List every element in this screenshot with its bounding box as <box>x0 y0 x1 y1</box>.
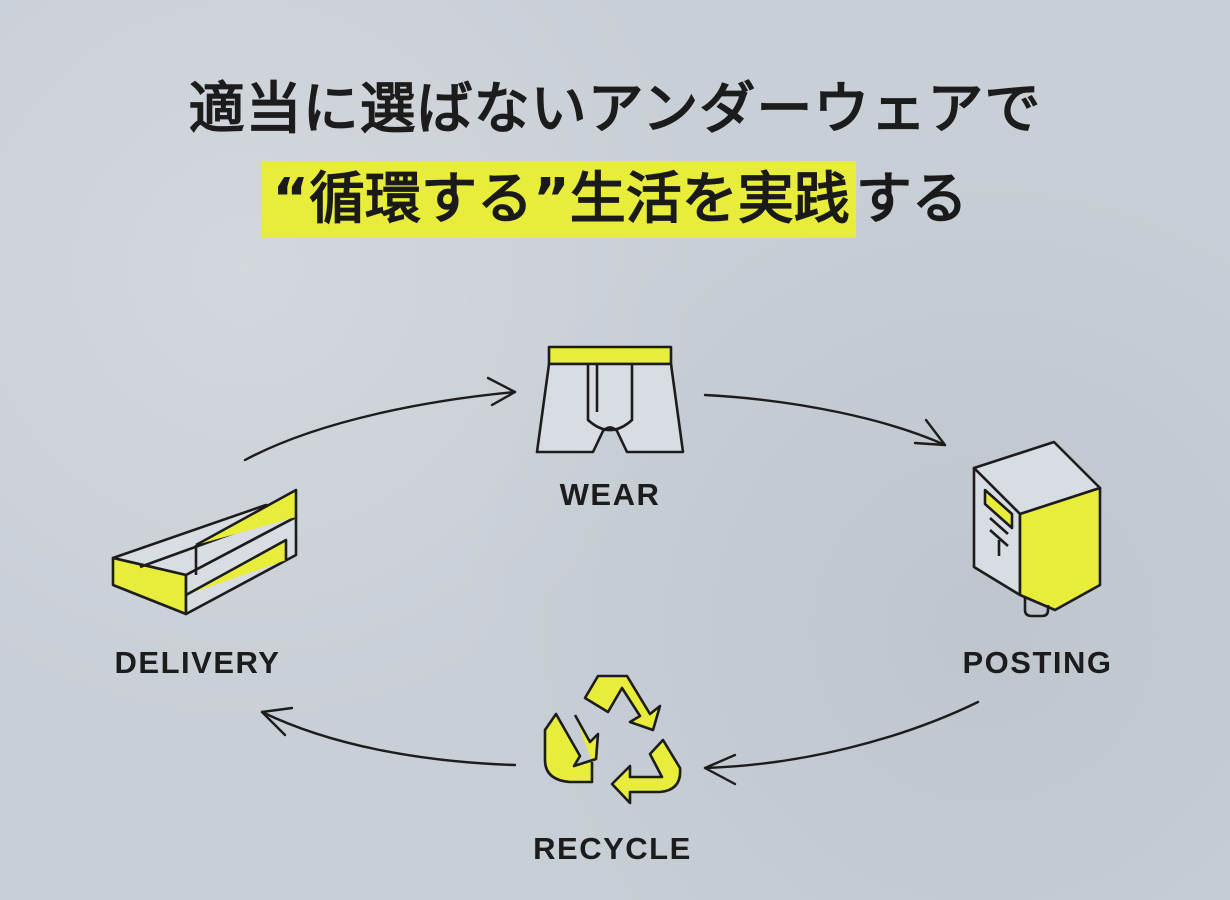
delivery-box-icon <box>111 488 298 616</box>
recycle-icon <box>543 674 682 805</box>
headline-highlight: “循環する”生活を実践 <box>262 161 856 238</box>
label-posting: POSTING <box>962 645 1113 680</box>
headline-line-2: “循環する”生活を実践する <box>0 161 1230 238</box>
arrow-delivery-to-wear-head <box>486 376 517 407</box>
arrow-wear-to-posting <box>703 393 947 447</box>
arrow-recycle-to-delivery <box>260 710 517 767</box>
headline-line-1: 適当に選ばないアンダーウェアで <box>188 77 1042 142</box>
headline-tail: する <box>855 167 968 232</box>
arrow-recycle-to-delivery-head <box>260 706 294 737</box>
arrow-posting-to-recycle-head <box>703 753 737 786</box>
label-delivery: DELIVERY <box>114 645 281 680</box>
arrow-delivery-to-wear <box>243 390 517 462</box>
underwear-icon <box>535 345 685 454</box>
arrow-posting-to-recycle <box>703 700 980 770</box>
postbox-icon <box>972 440 1102 618</box>
label-wear: WEAR <box>559 477 661 512</box>
label-recycle: RECYCLE <box>533 831 692 866</box>
arrow-wear-to-posting-head <box>913 418 947 447</box>
